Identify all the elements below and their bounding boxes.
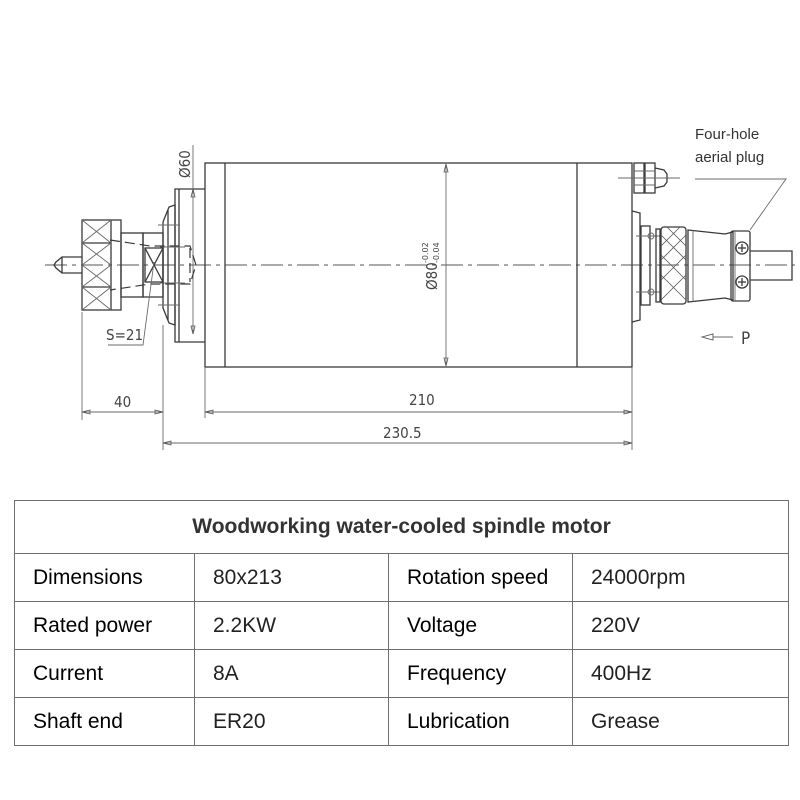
spec-key: Dimensions (14, 553, 195, 602)
collet-nut (81, 219, 122, 311)
body-length-label: 210 (409, 391, 435, 409)
total-length-label: 230.5 (383, 424, 422, 442)
table-row: Current 8A Frequency 400Hz (14, 649, 790, 698)
motor-body (204, 162, 633, 368)
spec-key: Voltage (388, 601, 573, 650)
spec-key: Rotation speed (388, 553, 573, 602)
body-diameter-dimension: Ø80 -0.02 -0.04 (421, 163, 449, 367)
spec-key: Rated power (14, 601, 195, 650)
view-direction-arrow: P (700, 329, 750, 349)
spec-key: Current (14, 649, 195, 698)
table-row: Dimensions 80x213 Rotation speed 24000rp… (14, 553, 790, 602)
shaft-length-label: 40 (114, 393, 131, 411)
plug-callout: Four-hole aerial plug (695, 126, 787, 231)
front-flange (162, 188, 205, 343)
table-row: Rated power 2.2KW Voltage 220V (14, 601, 790, 650)
spindle-technical-drawing: Ø80 -0.02 -0.04 Ø60 (45, 126, 795, 450)
aerial-plug (631, 210, 793, 323)
spec-key: Shaft end (14, 697, 195, 746)
plug-label-line1: Four-hole (695, 126, 759, 143)
length-dimensions: 40 210 230.5 (81, 312, 633, 450)
collet-taper-hidden-lines (109, 239, 197, 291)
body-diameter-label: Ø80 (423, 262, 441, 290)
spec-table: Woodworking water-cooled spindle motor D… (13, 500, 790, 746)
spec-key: Frequency (388, 649, 573, 698)
tool-bit (53, 256, 82, 274)
nut-size-callout: S=21 (106, 261, 155, 346)
spec-value: ER20 (194, 697, 389, 746)
nut-size-label: S=21 (106, 326, 143, 344)
flange-bolt-marks (158, 224, 185, 306)
spec-key: Lubrication (388, 697, 573, 746)
flange-diameter-dimension: Ø60 (176, 145, 196, 335)
body-tolerance-upper: -0.02 (421, 242, 430, 263)
spec-value: 220V (571, 601, 790, 650)
spec-table-title: Woodworking water-cooled spindle motor (13, 500, 790, 554)
spec-value: 8A (194, 649, 389, 698)
flange-diameter-label: Ø60 (176, 150, 194, 178)
table-row: Shaft end ER20 Lubrication Grease (14, 697, 790, 746)
view-arrow-label: P (741, 329, 750, 349)
spec-value: 2.2KW (194, 601, 389, 650)
spec-value: Grease (571, 697, 790, 746)
spec-value: 24000rpm (571, 553, 790, 602)
spec-table-title-row: Woodworking water-cooled spindle motor (13, 500, 790, 554)
cooling-water-fitting (618, 162, 680, 194)
spec-value: 80x213 (194, 553, 389, 602)
plug-label-line2: aerial plug (695, 149, 764, 166)
body-tolerance-lower: -0.04 (432, 242, 441, 263)
spec-value: 400Hz (571, 649, 790, 698)
